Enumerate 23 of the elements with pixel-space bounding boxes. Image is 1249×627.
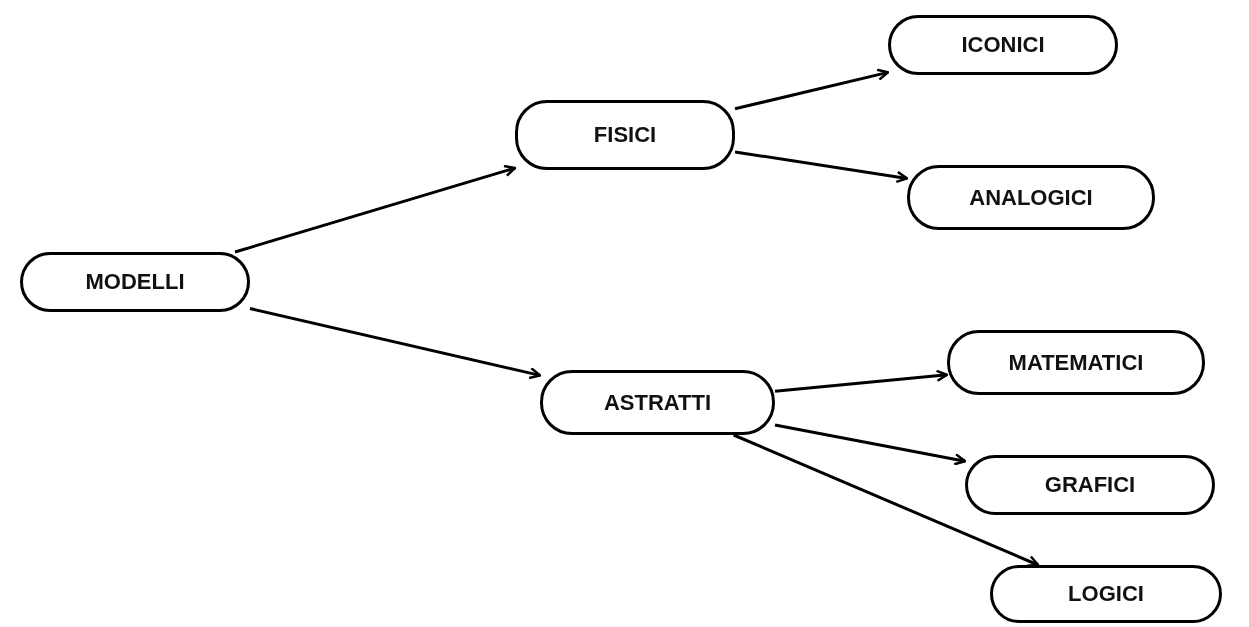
arrow: [733, 433, 1040, 567]
node-label: MODELLI: [85, 269, 185, 295]
node-label: ANALOGICI: [969, 184, 1093, 211]
rounded-node: [947, 330, 1205, 395]
rounded-node: [515, 100, 735, 170]
arrow: [734, 68, 890, 111]
arrow: [734, 150, 909, 184]
rounded-node: [907, 165, 1155, 230]
node-label: FISICI: [593, 122, 657, 148]
node-label: GRAFICI: [1044, 472, 1136, 498]
arrow: [774, 423, 967, 466]
node-label: ASTRATTI: [603, 389, 712, 416]
arrow: [249, 307, 542, 380]
rounded-node: [888, 15, 1118, 75]
arrow: [234, 164, 517, 254]
rounded-node: [965, 455, 1215, 515]
node-label: MATEMATICI: [1008, 349, 1144, 376]
rounded-node: [990, 565, 1222, 623]
node-label: LOGICI: [1068, 581, 1144, 607]
rounded-node: [20, 252, 250, 312]
node-label: ICONICI: [961, 32, 1045, 58]
arrow: [774, 369, 949, 393]
rounded-node: [540, 370, 775, 435]
